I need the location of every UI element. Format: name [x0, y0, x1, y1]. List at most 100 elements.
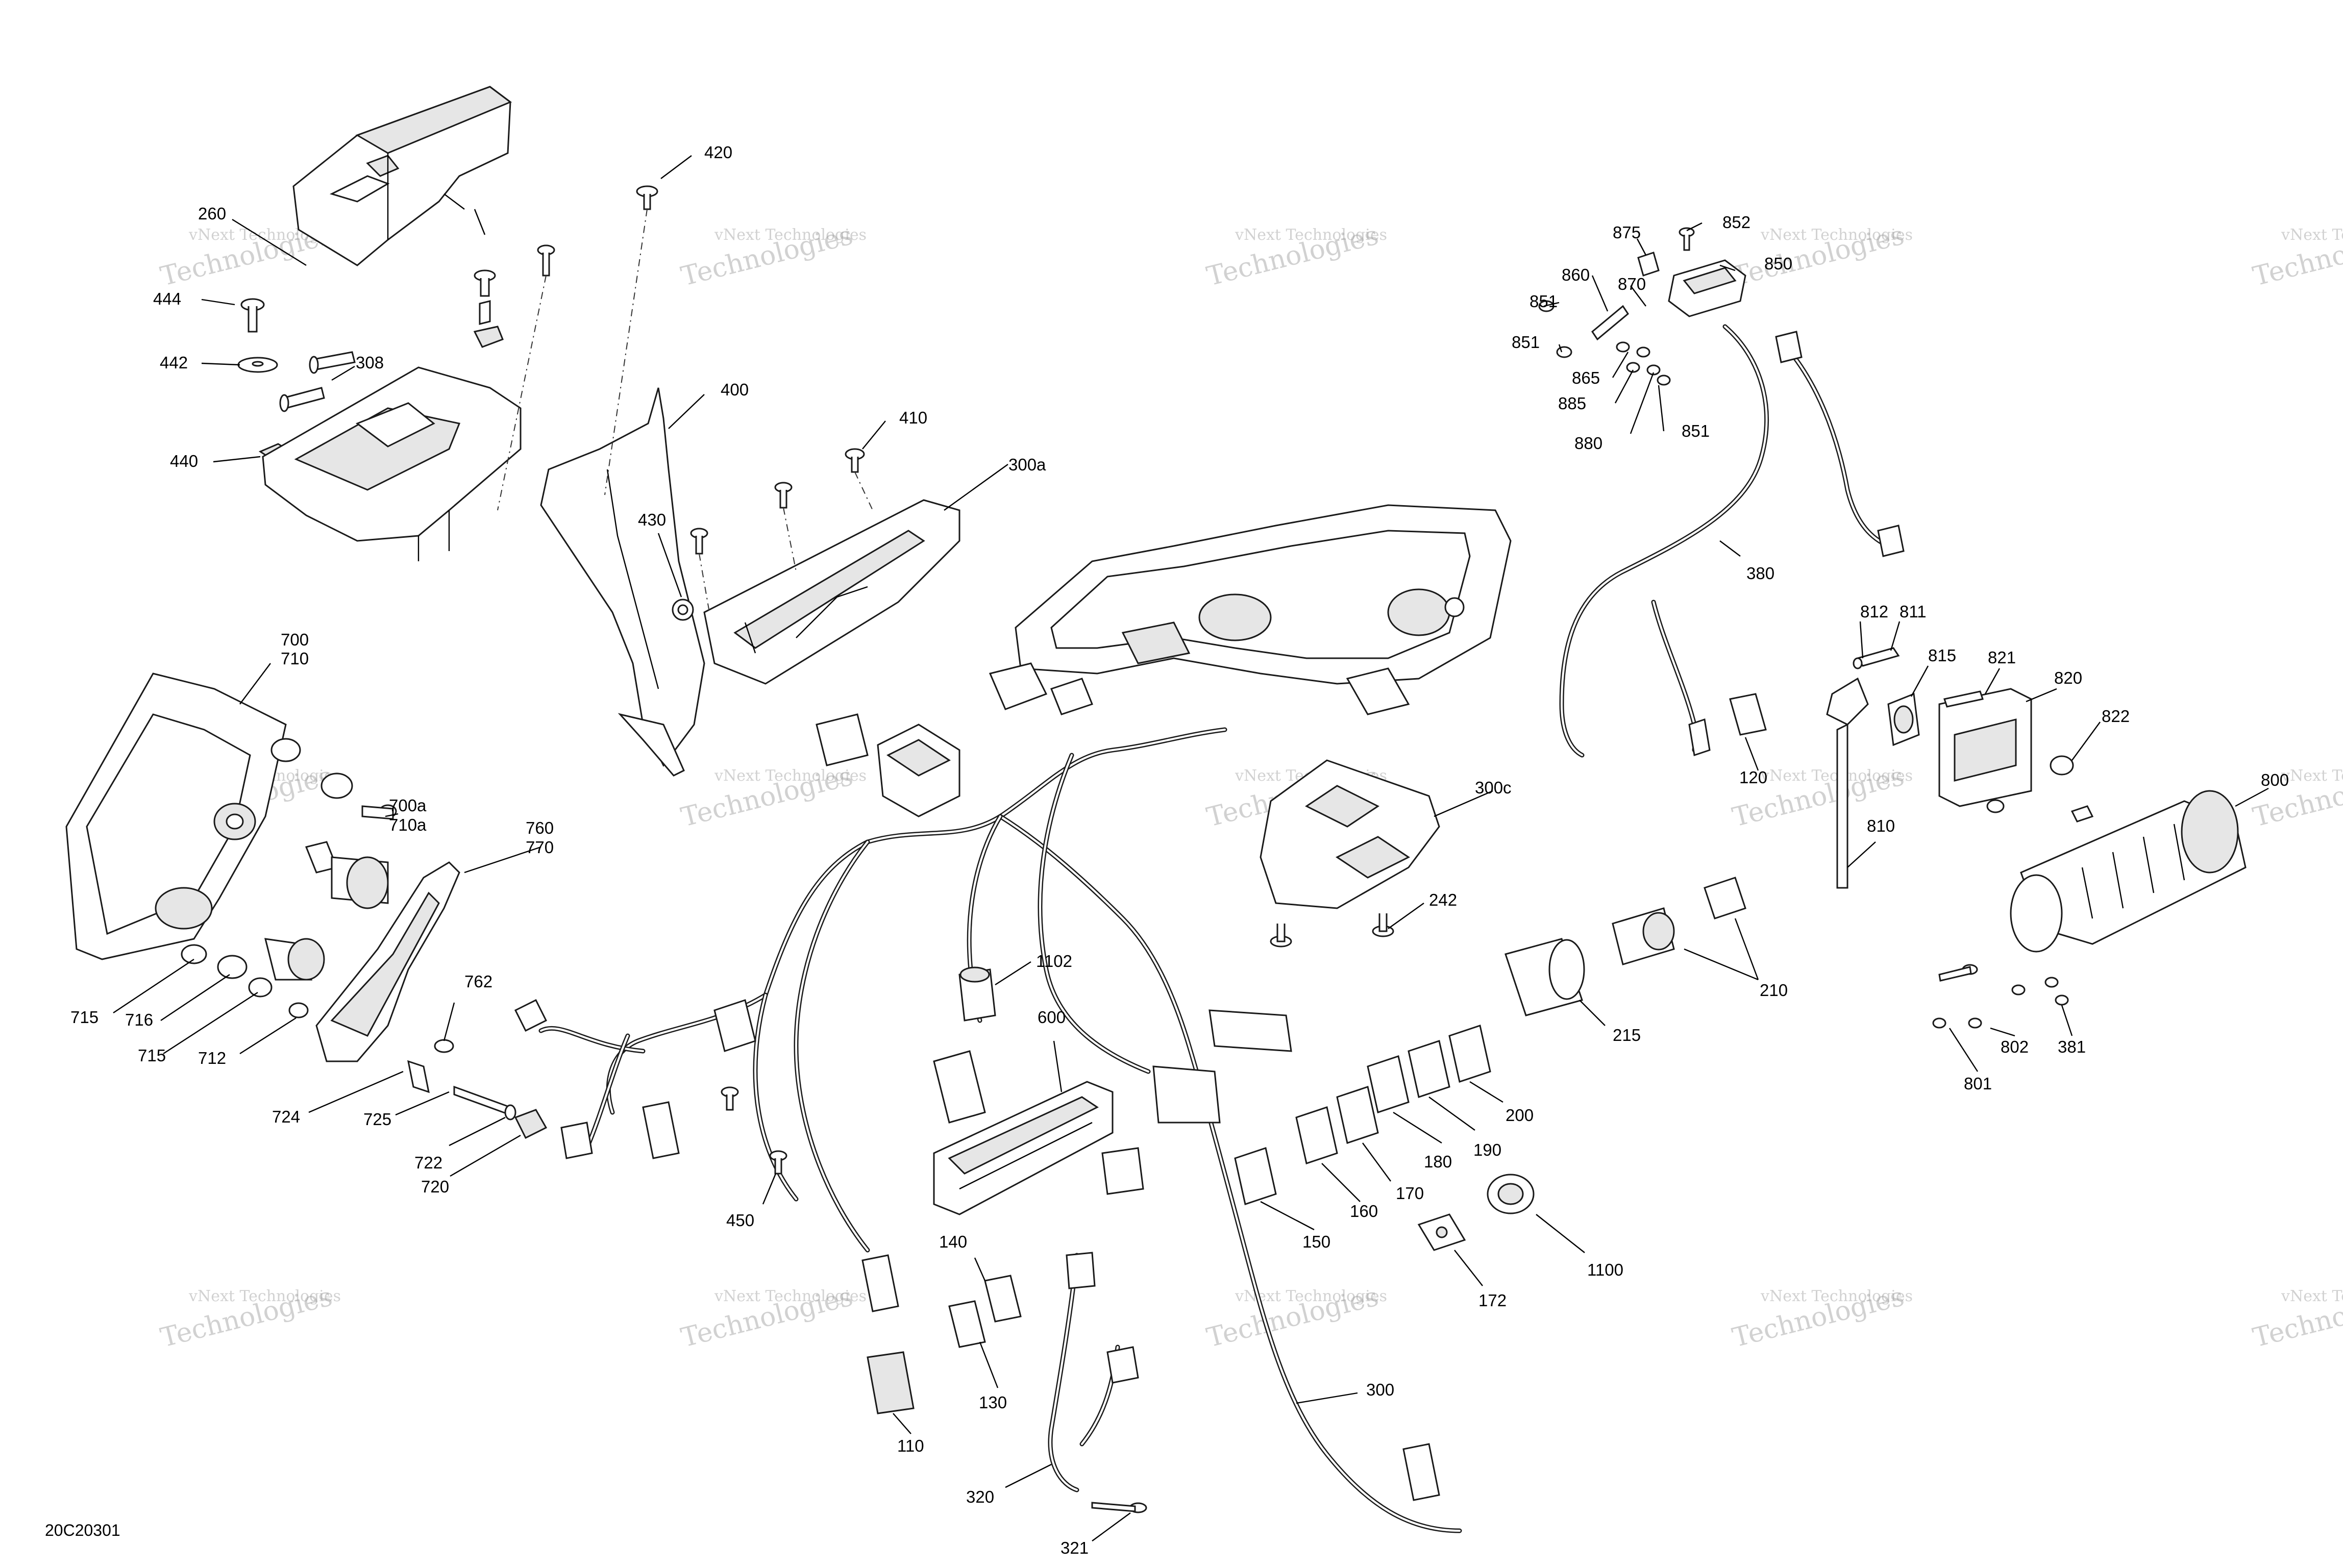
callout-800: 800 — [2261, 770, 2289, 789]
callout-720: 720 — [421, 1177, 449, 1196]
small-parts-860-885 — [1538, 300, 1671, 386]
svg-text:vNext Technologies: vNext Technologies — [2281, 226, 2343, 244]
callout-725: 725 — [363, 1110, 391, 1129]
watermark: vNext Technologies Technologies — [678, 220, 867, 292]
screw-420 — [636, 185, 658, 210]
svg-text:vNext Technologies: vNext Technologies — [188, 1287, 341, 1305]
ignition-210 — [1612, 877, 1746, 965]
switch-200 — [1448, 1025, 1491, 1083]
svg-text:vNext Technologies: vNext Technologies — [1235, 226, 1387, 244]
switch-190 — [1408, 1040, 1450, 1098]
callout-442: 442 — [160, 353, 188, 372]
switch-120 — [1729, 693, 1767, 736]
callout-821: 821 — [1988, 648, 2016, 667]
screws-242 — [1270, 913, 1394, 948]
callout-724: 724 — [272, 1107, 300, 1126]
callout-880: 880 — [1574, 434, 1602, 453]
leader-lines — [113, 155, 2269, 1541]
callout-722: 722 — [414, 1153, 442, 1172]
callout-852: 852 — [1722, 213, 1750, 232]
callout-450: 450 — [726, 1211, 754, 1230]
connectors-140-130-110 — [867, 1275, 1022, 1414]
callout-440: 440 — [170, 452, 198, 470]
screw-308 — [279, 351, 356, 412]
callout-420: 420 — [704, 143, 732, 162]
watermark: vNext Technologies Technologies — [1730, 1281, 1913, 1353]
small-parts-875-852 — [1637, 227, 1695, 277]
switch-1102 — [958, 966, 996, 1022]
callout-170: 170 — [1396, 1184, 1424, 1203]
support-plate — [262, 244, 555, 561]
callout-865: 865 — [1572, 368, 1600, 387]
svg-text:vNext Technologies: vNext Technologies — [714, 226, 867, 244]
svg-text:vNext Technologies: vNext Technologies — [1760, 1287, 1913, 1305]
sensor-700a — [305, 841, 389, 909]
callout-172: 172 — [1478, 1291, 1507, 1310]
switch-180 — [1367, 1055, 1410, 1113]
parts-715-716-712 — [181, 938, 325, 1018]
callout-870: 870 — [1618, 275, 1646, 293]
callout-200: 200 — [1506, 1106, 1534, 1125]
callout-760: 760 — [526, 818, 554, 837]
callout-715: 715 — [138, 1046, 166, 1065]
callout-190: 190 — [1473, 1140, 1501, 1159]
switch-170 — [1336, 1086, 1379, 1144]
callout-444: 444 — [153, 289, 181, 308]
watermark: vNext Technologies Technologies — [1730, 220, 1913, 292]
svg-text:vNext Technologies: vNext Technologies — [2281, 767, 2343, 785]
module-300c — [1260, 759, 1440, 909]
callout-710: 710 — [281, 649, 309, 668]
callout-labels: 260 444 442 308 440 420 400 410 300a 430… — [70, 143, 2289, 1557]
callout-801: 801 — [1964, 1074, 1992, 1093]
display-600 — [933, 1081, 1114, 1215]
callout-130: 130 — [979, 1393, 1007, 1412]
callout-762: 762 — [464, 972, 492, 991]
screw-444 — [240, 298, 265, 333]
callout-885: 885 — [1558, 394, 1586, 413]
callout-802: 802 — [2001, 1037, 2029, 1056]
callout-600: 600 — [1038, 1008, 1066, 1027]
winch-800 — [2010, 790, 2247, 953]
callout-851: 851 — [1512, 333, 1540, 352]
callout-860: 860 — [1562, 265, 1590, 284]
watermark: vNext Technologies Technologies — [2250, 1281, 2343, 1353]
callout-380: 380 — [1746, 564, 1774, 583]
harness-connectors — [514, 662, 1440, 1501]
callout-851: 851 — [1530, 292, 1558, 311]
callout-215: 215 — [1613, 1026, 1641, 1044]
housing-700 — [65, 673, 397, 960]
callout-150: 150 — [1302, 1232, 1330, 1251]
screw-321 — [1091, 1502, 1147, 1513]
module-300a — [690, 448, 960, 685]
callout-815: 815 — [1928, 646, 1956, 665]
callout-1102: 1102 — [1036, 952, 1072, 970]
callout-300: 300 — [1366, 1380, 1394, 1399]
callout-822: 822 — [2102, 707, 2130, 726]
callout-308: 308 — [356, 353, 384, 372]
lever-760 — [315, 861, 460, 1062]
switch-150 — [1234, 1147, 1277, 1205]
callout-180: 180 — [1424, 1152, 1452, 1171]
harness-300 — [538, 727, 1462, 1533]
sleeve-215 — [1505, 938, 1585, 1016]
callout-851: 851 — [1682, 421, 1710, 440]
callout-210: 210 — [1760, 981, 1788, 1000]
diagram-code: 20C20301 — [45, 1521, 120, 1539]
watermark: vNext Technologies Technologies — [2250, 220, 2343, 292]
callout-160: 160 — [1350, 1202, 1378, 1221]
harness-380 — [1559, 324, 1905, 758]
callout-110: 110 — [897, 1436, 924, 1455]
callout-875: 875 — [1613, 223, 1641, 242]
callout-810: 810 — [1867, 816, 1895, 835]
svg-text:vNext Technologies: vNext Technologies — [1760, 226, 1913, 244]
outlet-1100 — [1487, 1174, 1535, 1214]
harness-320 — [1048, 1252, 1139, 1492]
cover-172 — [1417, 1213, 1466, 1251]
callout-300a: 300a — [1008, 455, 1046, 474]
fairlead-820 — [1938, 688, 2074, 813]
callout-300c: 300c — [1475, 778, 1512, 797]
callout-811: 811 — [1900, 602, 1927, 621]
callout-140: 140 — [939, 1232, 967, 1251]
callout-812: 812 — [1860, 602, 1888, 621]
callout-430: 430 — [638, 510, 666, 529]
